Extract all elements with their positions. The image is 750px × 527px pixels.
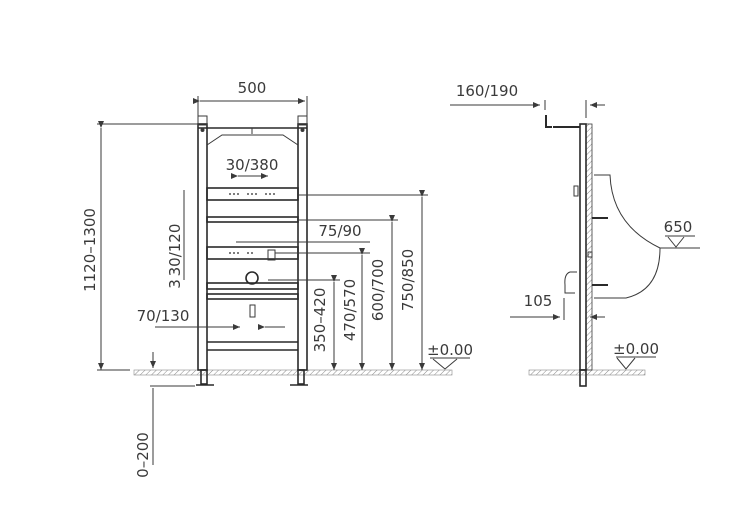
spacing-top-label: 30/380 <box>226 156 279 174</box>
wall-offset-label: 105 <box>524 292 553 310</box>
urinal-profile <box>594 174 661 299</box>
height-label-2: 470/570 <box>341 279 359 341</box>
small-offset-label: 3 <box>166 279 184 289</box>
offset-label: 75/90 <box>318 222 361 240</box>
height-label-4: 750/850 <box>399 249 417 311</box>
vertical-adjust-label: 30/120 <box>166 224 184 277</box>
front-view: 500 1120–1300 30/380 75/90 30/120 3 70/1… <box>81 79 473 478</box>
wall <box>585 123 593 371</box>
foot-adjust-label: 0–200 <box>134 432 152 478</box>
drain-outlet <box>245 271 259 285</box>
side-floor-level-label: ±0.00 <box>613 340 659 358</box>
height-label-3: 600/700 <box>369 259 387 321</box>
drain-spacing-label: 70/130 <box>137 307 190 325</box>
side-view: 160/190 650 105 ±0.00 <box>450 82 700 387</box>
floor-hatch <box>133 369 453 376</box>
height-label-1: 350–420 <box>311 288 329 353</box>
depth-label: 160/190 <box>456 82 518 100</box>
total-height-label: 1120–1300 <box>81 208 99 292</box>
side-floor-hatch <box>528 369 646 376</box>
width-dimension-label: 500 <box>238 79 267 97</box>
rim-height-label: 650 <box>664 218 693 236</box>
floor-level-label: ±0.00 <box>427 341 473 359</box>
